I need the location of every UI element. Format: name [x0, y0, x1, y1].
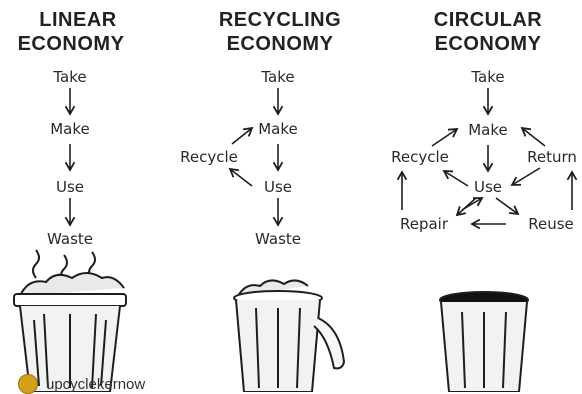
- circular-return-label: Return: [527, 148, 577, 166]
- recycling-take-label: Take: [261, 68, 295, 86]
- circular-arrow-repair-use: [461, 197, 484, 211]
- linear-title: LINEAR ECONOMY: [17, 9, 125, 55]
- circular-title: CIRCULAR ECONOMY: [433, 9, 543, 55]
- circular-arrow-use-reuse: [495, 197, 520, 216]
- circular-use-label: Use: [473, 178, 503, 196]
- linear-use-label: Use: [55, 178, 85, 196]
- recycling-make-label: Make: [258, 120, 298, 138]
- recycling-use-label: Use: [263, 178, 293, 196]
- circular-recycle-label: Recycle: [391, 148, 449, 166]
- recycling-waste-label: Waste: [255, 230, 301, 248]
- circular-reuse-label: Reuse: [528, 215, 574, 233]
- overflowing-trash-bin-icon: [13, 249, 127, 392]
- recycling-title: RECYCLING ECONOMY: [218, 9, 342, 55]
- circular-repair-label: Repair: [399, 215, 449, 233]
- circular-arrow-recycle-make: [431, 127, 459, 147]
- empty-trash-bin-icon: [439, 291, 529, 392]
- linear-waste-label: Waste: [47, 230, 93, 248]
- recycling-arrow-use-recycle: [228, 167, 253, 187]
- watermark: upcyclekernow: [18, 374, 145, 394]
- linear-take-label: Take: [53, 68, 87, 86]
- badge-icon: [18, 374, 38, 394]
- recycling-arrow-recycle-make: [231, 126, 254, 145]
- circular-take-label: Take: [471, 68, 505, 86]
- half-full-trash-bin-icon: [233, 279, 346, 392]
- recycling-recycle-label: Recycle: [180, 148, 238, 166]
- circular-arrow-use-recycle: [442, 170, 469, 187]
- circular-make-label: Make: [468, 121, 508, 139]
- watermark-handle: upcyclekernow: [46, 375, 146, 393]
- circular-arrow-use-return: [510, 167, 541, 186]
- circular-arrow-return-make: [520, 126, 546, 147]
- linear-make-label: Make: [50, 120, 90, 138]
